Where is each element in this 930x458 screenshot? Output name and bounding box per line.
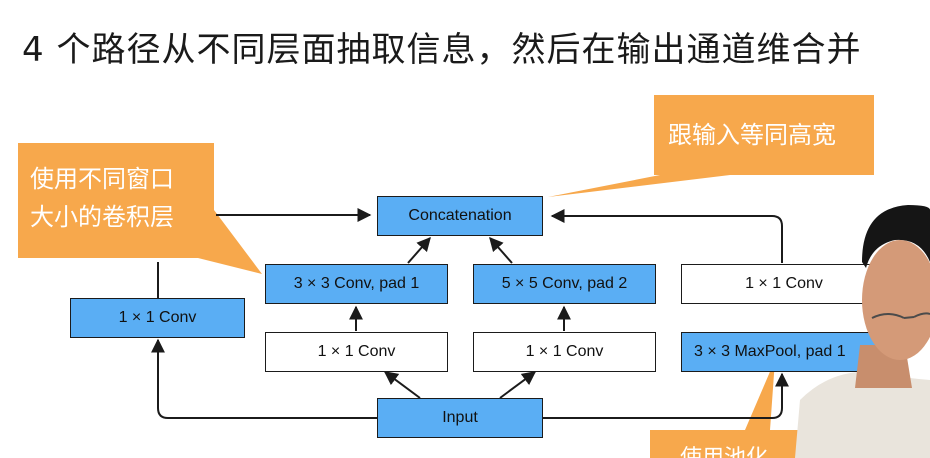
- callout-left-text-2: 大小的卷积层: [30, 203, 174, 231]
- node-path2-conv1x1: 1 × 1 Conv: [265, 332, 448, 372]
- node-path3-conv1x1: 1 × 1 Conv: [473, 332, 656, 372]
- callout-bottom-text: 使用池化: [680, 440, 768, 458]
- node-path2-conv3x3: 3 × 3 Conv, pad 1: [265, 264, 448, 304]
- edge-p3-to-concat: [489, 236, 513, 264]
- edge-input-to-p3: [499, 371, 537, 399]
- edge-p4-to-concat: [550, 209, 783, 263]
- node-path3-conv5x5: 5 × 5 Conv, pad 2: [473, 264, 656, 304]
- callout-left-text-1: 使用不同窗口: [30, 165, 174, 193]
- node-path4-conv1x1: 1 × 1 Conv: [681, 264, 887, 304]
- node-path1-conv1x1: 1 × 1 Conv: [70, 298, 245, 338]
- slide-title: 4 个路径从不同层面抽取信息，然后在输出通道维合并: [22, 30, 862, 70]
- callout-right-bubble: [548, 95, 874, 197]
- callout-right-text: 跟输入等同高宽: [668, 121, 836, 149]
- edge-input-to-p4: [543, 372, 789, 419]
- callout-bottom-bubble: [650, 360, 800, 458]
- node-path4-maxpool: 3 × 3 MaxPool, pad 1: [681, 332, 887, 372]
- edge-input-to-p1: [151, 338, 377, 419]
- node-concatenation: Concatenation: [377, 196, 543, 236]
- edge-input-to-p2: [383, 371, 421, 399]
- callout-left-bubble: [18, 143, 262, 274]
- edge-p2-to-concat: [407, 236, 431, 264]
- node-input: Input: [377, 398, 543, 438]
